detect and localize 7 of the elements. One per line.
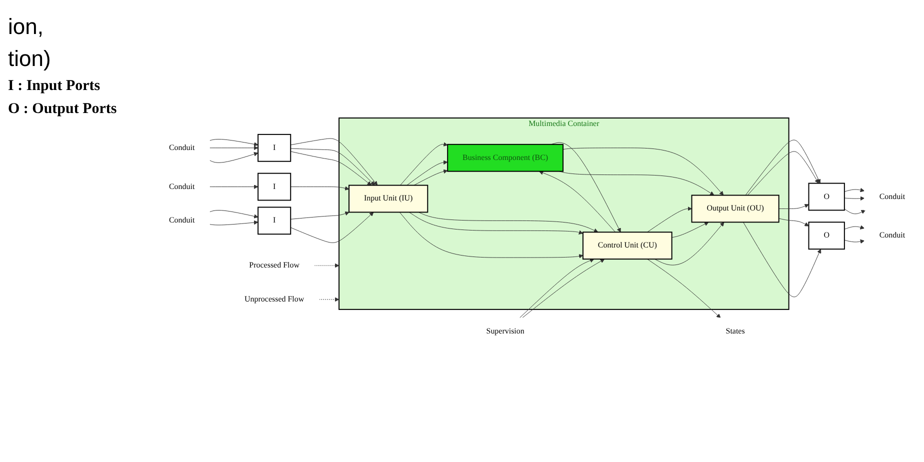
port-key-note: O : Output Ports bbox=[8, 101, 118, 118]
port-key-note: I : Input Ports bbox=[8, 78, 102, 95]
arrow bbox=[647, 206, 692, 232]
text-fragment: tion) bbox=[8, 46, 52, 72]
text-fragment: ion, bbox=[8, 14, 44, 40]
arrow bbox=[209, 184, 258, 189]
arrow bbox=[844, 208, 866, 214]
